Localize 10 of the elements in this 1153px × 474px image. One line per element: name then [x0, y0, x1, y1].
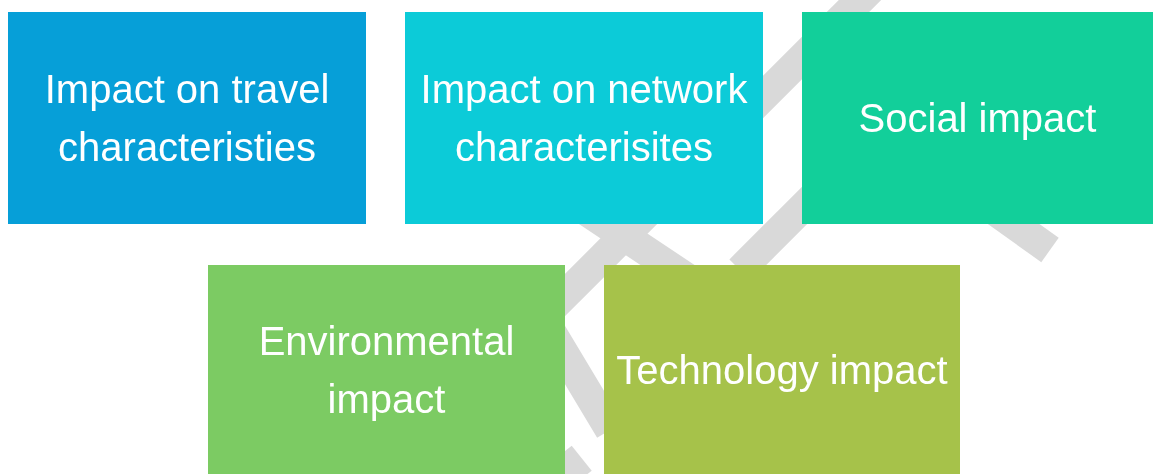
topic-box: [405, 12, 763, 224]
topic-label: Social impact: [858, 95, 1097, 142]
topic-box: [604, 265, 960, 474]
topic-label: Impact on travel characteristies: [43, 66, 331, 171]
topic-label: Environmental impact: [257, 317, 516, 423]
topic-box: [802, 12, 1153, 224]
topic-box: [208, 265, 565, 474]
topic-label: Impact on network characterisites: [419, 66, 749, 171]
topic-box: [8, 12, 366, 224]
topic-label: Technology impact: [616, 346, 948, 394]
